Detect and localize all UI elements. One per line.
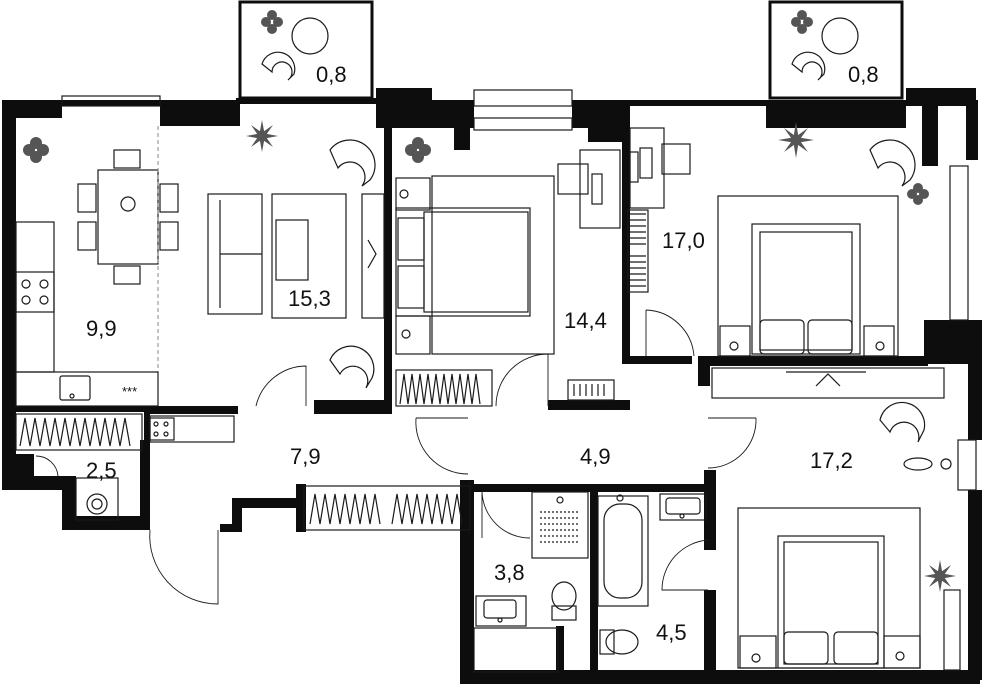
door-swing xyxy=(415,417,469,475)
bedroom-2: 17,0 xyxy=(627,122,929,357)
door-swing xyxy=(707,417,757,469)
shower-icon xyxy=(531,491,589,559)
laundry: 2,5 xyxy=(15,413,143,521)
toilet-icon xyxy=(599,629,639,655)
door-swing xyxy=(661,539,709,591)
area-label: 4,5 xyxy=(656,620,687,645)
area-label: 0,8 xyxy=(316,62,347,87)
door-swing xyxy=(481,491,531,539)
armchair-icon xyxy=(791,51,826,81)
toilet-icon xyxy=(551,581,577,621)
windows xyxy=(61,89,977,671)
area-label: 17,0 xyxy=(662,228,705,253)
area-label: 7,9 xyxy=(290,444,321,469)
dining-table-icon xyxy=(77,149,179,285)
lamp-icon xyxy=(719,325,895,357)
wardrobe-icon xyxy=(303,485,471,531)
wardrobe-icon xyxy=(627,209,649,293)
desk-icon xyxy=(629,127,691,209)
table-icon xyxy=(821,17,859,55)
plant-icon xyxy=(778,122,814,158)
plant-icon xyxy=(23,137,49,163)
armchair-icon xyxy=(329,345,375,389)
balcony-right xyxy=(768,0,904,100)
armchair-icon xyxy=(329,139,376,187)
area-label: 15,3 xyxy=(288,286,331,311)
door-swing xyxy=(35,455,59,477)
plant-icon xyxy=(405,137,431,163)
area-label: 14,4 xyxy=(564,308,607,333)
stove-icon xyxy=(15,271,55,313)
door-swing xyxy=(255,365,307,407)
plant-icon xyxy=(791,10,813,34)
bathroom-2: 4,5 xyxy=(597,493,707,655)
door-swing xyxy=(149,529,219,605)
wardrobe-icon xyxy=(395,369,493,407)
door-swing xyxy=(495,353,549,407)
bed-icon xyxy=(717,195,899,357)
bathtub-icon xyxy=(597,494,649,607)
sink-icon xyxy=(475,595,527,627)
sink-icon xyxy=(59,375,91,401)
wardrobe-icon xyxy=(711,367,945,399)
coffee-table xyxy=(275,219,309,281)
plant-icon xyxy=(907,183,929,205)
living-room: 15,3 xyxy=(207,120,385,407)
bed-icon xyxy=(737,507,921,669)
lamp-icon xyxy=(739,635,921,669)
area-label: 17,2 xyxy=(810,448,853,473)
lamp-icon xyxy=(395,177,431,355)
stove-icon xyxy=(149,417,175,441)
table-icon xyxy=(291,17,329,55)
radiator-icon xyxy=(567,379,615,401)
walls xyxy=(2,88,982,684)
area-label: 9,9 xyxy=(86,316,117,341)
plant-icon xyxy=(261,10,283,34)
armchair-icon xyxy=(879,401,926,443)
washing-machine-icon xyxy=(75,477,119,521)
plant-icon xyxy=(924,560,956,592)
area-label: 0,8 xyxy=(848,62,879,87)
area-label: 4,9 xyxy=(580,444,611,469)
stove-label: *** xyxy=(122,384,137,399)
counter xyxy=(15,221,55,373)
bedroom-3: 17,2 xyxy=(661,367,956,669)
bedroom-1: 14,4 xyxy=(395,137,621,407)
bed-icon xyxy=(395,207,531,317)
armchair-icon xyxy=(869,139,916,187)
desk-icon xyxy=(557,149,621,229)
area-label: 2,5 xyxy=(86,458,117,483)
lamp-icon xyxy=(903,457,952,471)
sink-icon xyxy=(659,493,707,521)
plant-icon xyxy=(246,120,278,152)
bathroom-1: 3,8 xyxy=(473,491,589,673)
area-label: 3,8 xyxy=(494,560,525,585)
hall: 7,9 xyxy=(149,415,471,605)
balcony-left xyxy=(238,0,374,100)
armchair-icon xyxy=(261,51,296,81)
door-swing xyxy=(645,309,695,357)
corridor: 4,9 xyxy=(415,417,757,475)
wardrobe-icon xyxy=(15,413,143,451)
sofa-icon xyxy=(207,193,263,315)
kitchen: *** 9,9 xyxy=(15,126,179,407)
